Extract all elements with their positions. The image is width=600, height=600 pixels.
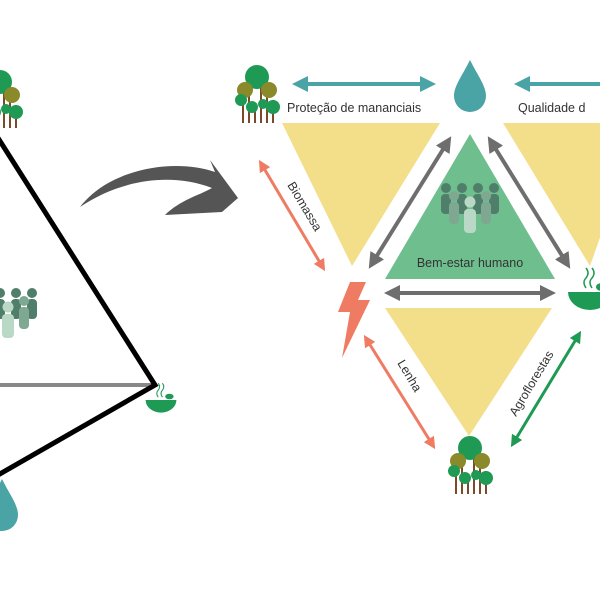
right-diagram: Proteção de mananciais Qualidade d Bem-e… bbox=[234, 60, 600, 495]
people-group-icon bbox=[0, 288, 37, 338]
label-protecao-mananciais: Proteção de mananciais bbox=[287, 101, 421, 115]
tree-cluster-icon bbox=[447, 435, 494, 495]
salmon-arrow-lenha bbox=[363, 334, 436, 450]
gray-arrow-right bbox=[487, 136, 571, 269]
tree-cluster-icon bbox=[234, 64, 281, 124]
black-triangle-outline bbox=[0, 136, 159, 477]
salmon-arrow-biomassa bbox=[258, 159, 326, 272]
gray-arrow-left bbox=[368, 136, 452, 269]
curved-arrow-icon bbox=[80, 160, 238, 215]
label-qualidade: Qualidade d bbox=[518, 101, 585, 115]
green-arrow-agroflorestas bbox=[510, 330, 582, 448]
tree-cluster-icon bbox=[0, 69, 24, 129]
lightning-icon bbox=[338, 282, 370, 358]
food-bowl-icon bbox=[567, 267, 600, 311]
water-drop-icon bbox=[0, 479, 18, 531]
label-bem-estar-humano: Bem-estar humano bbox=[417, 256, 523, 270]
water-drop-icon bbox=[454, 60, 486, 112]
left-diagram bbox=[0, 69, 177, 531]
